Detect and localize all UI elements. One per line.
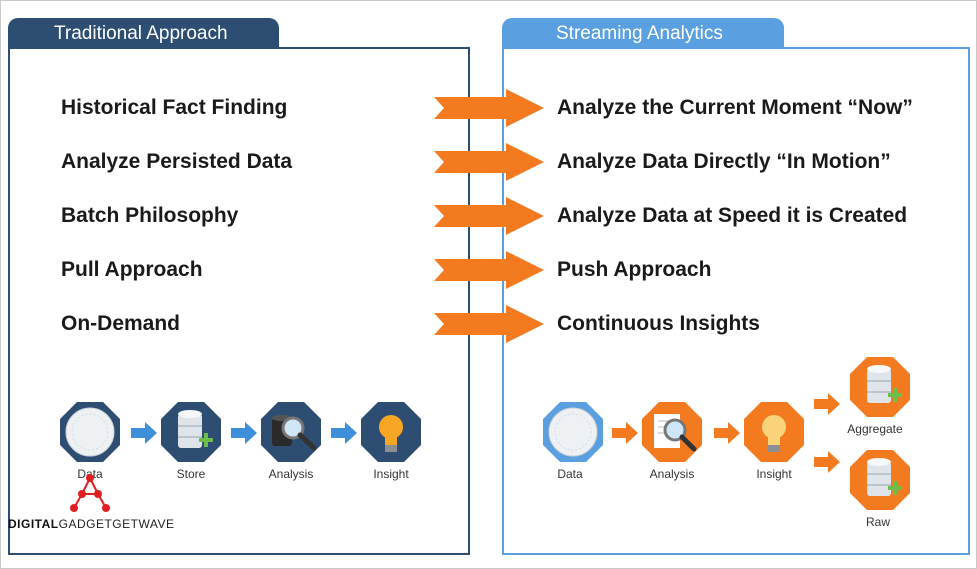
watermark-rest: GADGETGETWAVE: [58, 517, 175, 531]
flow-label: Insight: [373, 467, 409, 481]
orange-arrow-icon: [434, 197, 544, 235]
streaming-item: Push Approach: [557, 258, 712, 281]
watermark-text: DIGITALGADGETGETWAVE: [8, 517, 174, 531]
flow-label: Analysis: [268, 467, 314, 481]
streaming-item: Analyze Data at Speed it is Created: [557, 204, 908, 227]
orange-arrow-icon: [612, 422, 638, 444]
flow-label: Data: [77, 467, 103, 481]
traditional-item: Pull Approach: [61, 258, 203, 281]
watermark-bold: DIGITAL: [8, 517, 59, 531]
streaming-item: Analyze Data Directly “In Motion”: [557, 150, 891, 173]
traditional-item: Batch Philosophy: [61, 204, 239, 227]
streaming-item: Analyze the Current Moment “Now”: [557, 96, 913, 119]
traditional-item: On-Demand: [61, 312, 181, 335]
traditional-item: Analyze Persisted Data: [61, 150, 293, 173]
database-icon: [850, 357, 910, 417]
orange-arrow-icon: [814, 451, 840, 473]
flow-label: Analysis: [649, 467, 695, 481]
right-panel-tab: Streaming Analytics: [502, 18, 784, 50]
lightbulb-icon: [361, 402, 421, 462]
traditional-panel: [8, 47, 470, 555]
blue-arrow-icon: [331, 422, 357, 444]
orange-arrow-icon: [814, 393, 840, 415]
left-panel-tab: Traditional Approach: [8, 18, 279, 50]
traditional-item: Historical Fact Finding: [61, 96, 288, 119]
orange-arrow-icon: [434, 305, 544, 343]
data-sphere-icon: [543, 402, 603, 462]
flow-label: Aggregate: [847, 422, 903, 436]
lightbulb-icon: [744, 402, 804, 462]
orange-arrow-icon: [434, 143, 544, 181]
orange-arrow-icon: [434, 251, 544, 289]
data-sphere-icon: [60, 402, 120, 462]
orange-arrow-icon: [714, 422, 740, 444]
magnifier-icon: [261, 402, 321, 462]
blue-arrow-icon: [131, 422, 157, 444]
flow-label: Raw: [865, 515, 890, 529]
flow-label: Data: [557, 467, 583, 481]
database-icon: [850, 450, 910, 510]
blue-arrow-icon: [231, 422, 257, 444]
magnifier-icon: [642, 402, 702, 462]
orange-arrow-icon: [434, 89, 544, 127]
flow-label: Store: [176, 467, 206, 481]
database-icon: [161, 402, 221, 462]
flow-label: Insight: [756, 467, 792, 481]
network-logo-icon: [70, 474, 110, 512]
streaming-item: Continuous Insights: [557, 312, 760, 335]
